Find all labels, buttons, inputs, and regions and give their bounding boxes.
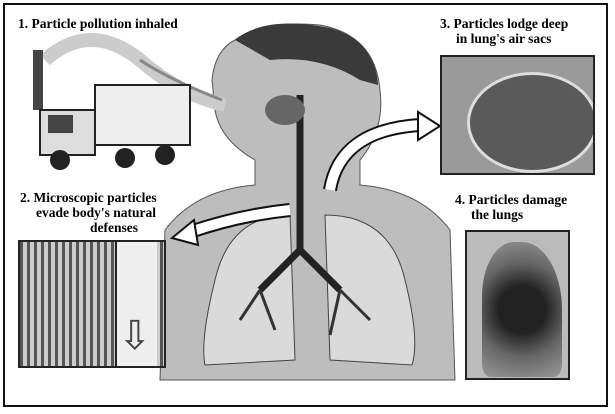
step-1-label: 1. Particle pollution inhaled (18, 16, 178, 31)
step-2-label: 2. Microscopic particles evade body's na… (20, 190, 157, 235)
step-4-label: 4. Particles damage the lungs (455, 192, 568, 222)
truck (39, 84, 191, 170)
smokestack (33, 50, 43, 110)
air-sac-panel (440, 55, 595, 175)
airway-lining-panel: ⇩ (18, 240, 166, 368)
lungs (203, 95, 416, 366)
step-3-label: 3. Particles lodge deep in lung's air sa… (440, 16, 569, 46)
damaged-lung-panel (465, 230, 570, 380)
arrow-down-icon: ⇩ (118, 313, 152, 358)
arrows (169, 110, 442, 247)
smoke-stream (40, 33, 227, 112)
diagram-border (3, 3, 608, 407)
arrow-right-icon (417, 110, 442, 142)
arrow-left-icon (169, 218, 200, 247)
